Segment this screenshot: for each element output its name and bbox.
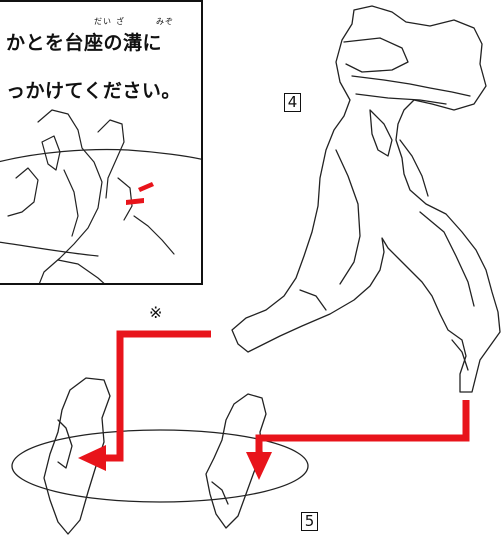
instruction-text-line-2: っかけてください。 (6, 80, 181, 102)
red-arrow-down (255, 400, 470, 456)
red-arrow-right-head (78, 445, 106, 471)
red-arrow-right (102, 330, 211, 462)
ruby-za: ざ (116, 17, 125, 26)
instruction-text-line-1: かとを台座の溝に (6, 32, 163, 54)
red-arrow-group (78, 330, 470, 480)
ruby-dai: だい (94, 17, 112, 26)
callout-accent-marks (126, 182, 154, 205)
instruction-callout: だい ざ みぞ かとを台座の溝に っかけてください。 (0, 0, 203, 285)
part-number-5: 5 (301, 512, 318, 531)
base-stand-part-5 (11, 377, 309, 535)
red-arrow-down-head (246, 452, 272, 480)
reference-mark: ※ (149, 303, 163, 322)
part-number-4: 4 (284, 93, 301, 112)
figure-part-4 (231, 5, 501, 393)
callout-illustration (0, 109, 201, 283)
ruby-mizo: みぞ (156, 17, 174, 26)
